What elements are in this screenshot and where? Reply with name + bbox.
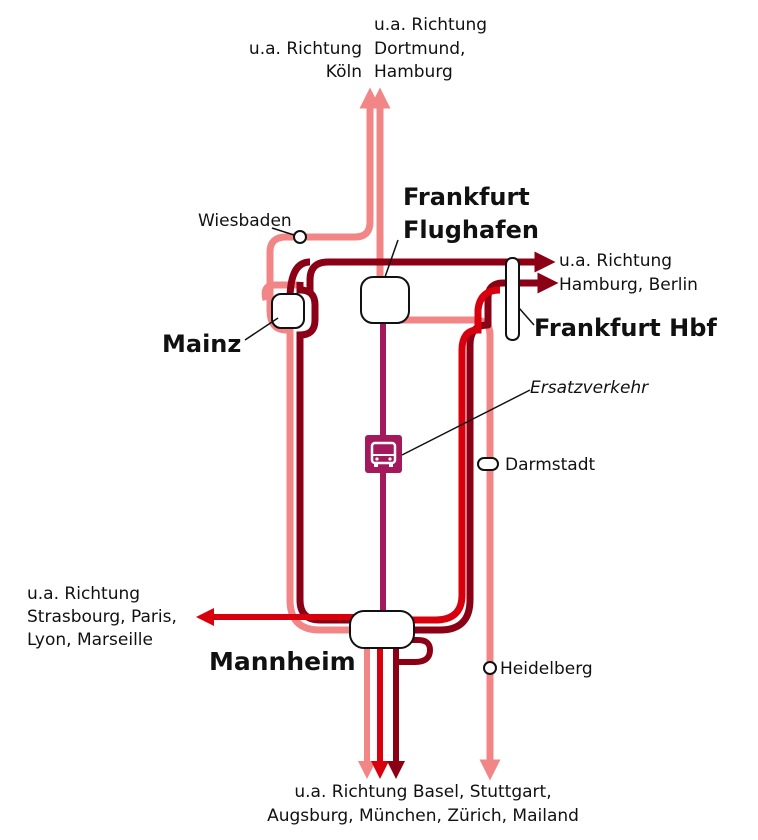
dest-hamburg-berlin-line2: Hamburg, Berlin: [559, 275, 698, 295]
leader-hbf: [518, 307, 535, 326]
line-dark-loop: [306, 251, 556, 295]
leader-mainz: [244, 317, 279, 341]
stop-wiesbaden: [293, 230, 307, 244]
station-label-mainz: Mainz: [162, 330, 241, 358]
dest-west-line2: Strasbourg, Paris,: [27, 607, 177, 627]
station-box-flughafen: [360, 276, 410, 324]
stop-label-heidelberg: Heidelberg: [500, 659, 593, 679]
dest-koeln-line2: Köln: [326, 62, 362, 82]
station-label-flughafen-2: Flughafen: [403, 216, 539, 244]
station-box-mannheim: [349, 610, 415, 649]
stop-label-wiesbaden: Wiesbaden: [198, 211, 292, 231]
line-pink-koeln-mannheim: [266, 87, 381, 634]
stop-label-darmstadt: Darmstadt: [505, 455, 595, 475]
stop-heidelberg: [483, 661, 497, 675]
station-box-hbf: [505, 257, 520, 341]
bus-icon: [365, 435, 402, 473]
line-red-inner: [410, 286, 501, 624]
line-dark-west: [296, 282, 360, 624]
dest-south-line2: Augsburg, München, Zürich, Mailand: [267, 806, 579, 826]
dest-west-line1: u.a. Richtung: [27, 584, 140, 604]
station-label-mannheim: Mannheim: [209, 647, 356, 676]
leader-wiesbaden: [271, 227, 295, 236]
stop-darmstadt: [477, 457, 499, 471]
line-south-dark-loop: [396, 637, 434, 665]
dest-dortmund-line2: Dortmund,: [374, 39, 465, 59]
dest-dortmund-line3: Hamburg: [374, 62, 453, 82]
station-label-flughafen-1: Frankfurt: [403, 183, 530, 211]
leader-flughafen: [384, 239, 399, 278]
dest-hamburg-berlin-line1: u.a. Richtung: [559, 251, 672, 271]
station-box-mainz: [271, 293, 305, 329]
dest-dortmund-line1: u.a. Richtung: [374, 15, 487, 35]
label-ersatzverkehr: Ersatzverkehr: [530, 378, 649, 398]
dest-south-line1: u.a. Richtung Basel, Stuttgart,: [294, 782, 551, 802]
dest-west-line3: Lyon, Marseille: [27, 630, 153, 650]
dest-koeln-line1: u.a. Richtung: [249, 39, 362, 59]
line-pink-mainz-loop: [261, 281, 300, 301]
leader-ersatzverkehr: [401, 389, 531, 456]
station-label-hbf: Frankfurt Hbf: [534, 314, 717, 342]
